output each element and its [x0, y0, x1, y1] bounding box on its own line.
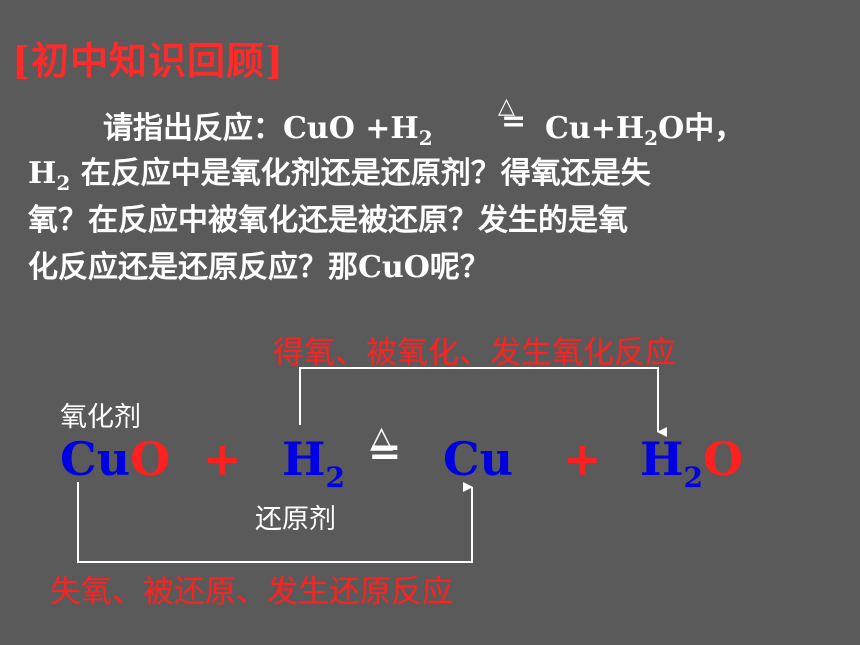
question-line-2-text: 在反应中是氧化剂还是还原剂？得氧还是失: [70, 156, 651, 191]
question-line-4: 化反应还是还原反应？那CuO呢？: [28, 250, 490, 285]
formula-h2o: H2O: [640, 432, 743, 494]
question-equals-sign: =: [501, 104, 527, 139]
question-line-2: H2 在反应中是氧化剂还是还原剂？得氧还是失: [28, 148, 651, 195]
question-line-2-h: H: [28, 156, 57, 191]
top-connector-arrow: [299, 367, 667, 437]
question-product-a: Cu+H: [545, 111, 645, 146]
equation-equals-sign: =: [368, 428, 402, 475]
question-line-3: 氧？在反应中被氧化还是被还原？发生的是氧: [28, 203, 628, 238]
question-line-1: 请指出反应：CuO +H2: [103, 103, 433, 150]
bottom-connector-arrow: [77, 482, 473, 563]
equation-heat-condition: △: [370, 420, 393, 455]
formula-h2: H2: [282, 432, 345, 494]
question-product-b: O中，: [658, 111, 745, 146]
formula-cu: Cu: [443, 432, 514, 486]
question-line-1-prefix: 请指出反应：CuO +H: [103, 111, 419, 146]
plus-sign-1: +: [203, 432, 242, 486]
question-heat-condition: △: [498, 86, 515, 121]
cuo-cu: Cu: [60, 432, 131, 486]
heat-triangle-icon: △: [498, 94, 515, 119]
reducer-label: 还原剂: [255, 504, 336, 535]
question-line-1-product: Cu+H2O中，: [545, 103, 744, 150]
cuo-o: O: [130, 432, 171, 486]
h2-h: H: [282, 432, 326, 486]
question-line-2-subscript: 2: [56, 171, 71, 195]
oxidizer-label: 氧化剂: [60, 402, 141, 433]
question-h2-subscript: 2: [418, 126, 433, 150]
h2o-h: H: [640, 432, 684, 486]
reduction-label: 失氧、被还原、发生还原反应: [50, 574, 453, 610]
page-title: [初中知识回顾]: [12, 38, 284, 83]
oxidation-label: 得氧、被氧化、发生氧化反应: [273, 335, 676, 371]
question-product-subscript: 2: [644, 126, 659, 150]
h2-subscript: 2: [325, 461, 345, 494]
h2o-subscript: 2: [683, 461, 703, 494]
h2o-o: O: [702, 432, 744, 486]
equation-heat-triangle-icon: △: [370, 420, 394, 455]
formula-cuo: CuO: [60, 432, 170, 486]
plus-sign-2: +: [563, 432, 602, 486]
